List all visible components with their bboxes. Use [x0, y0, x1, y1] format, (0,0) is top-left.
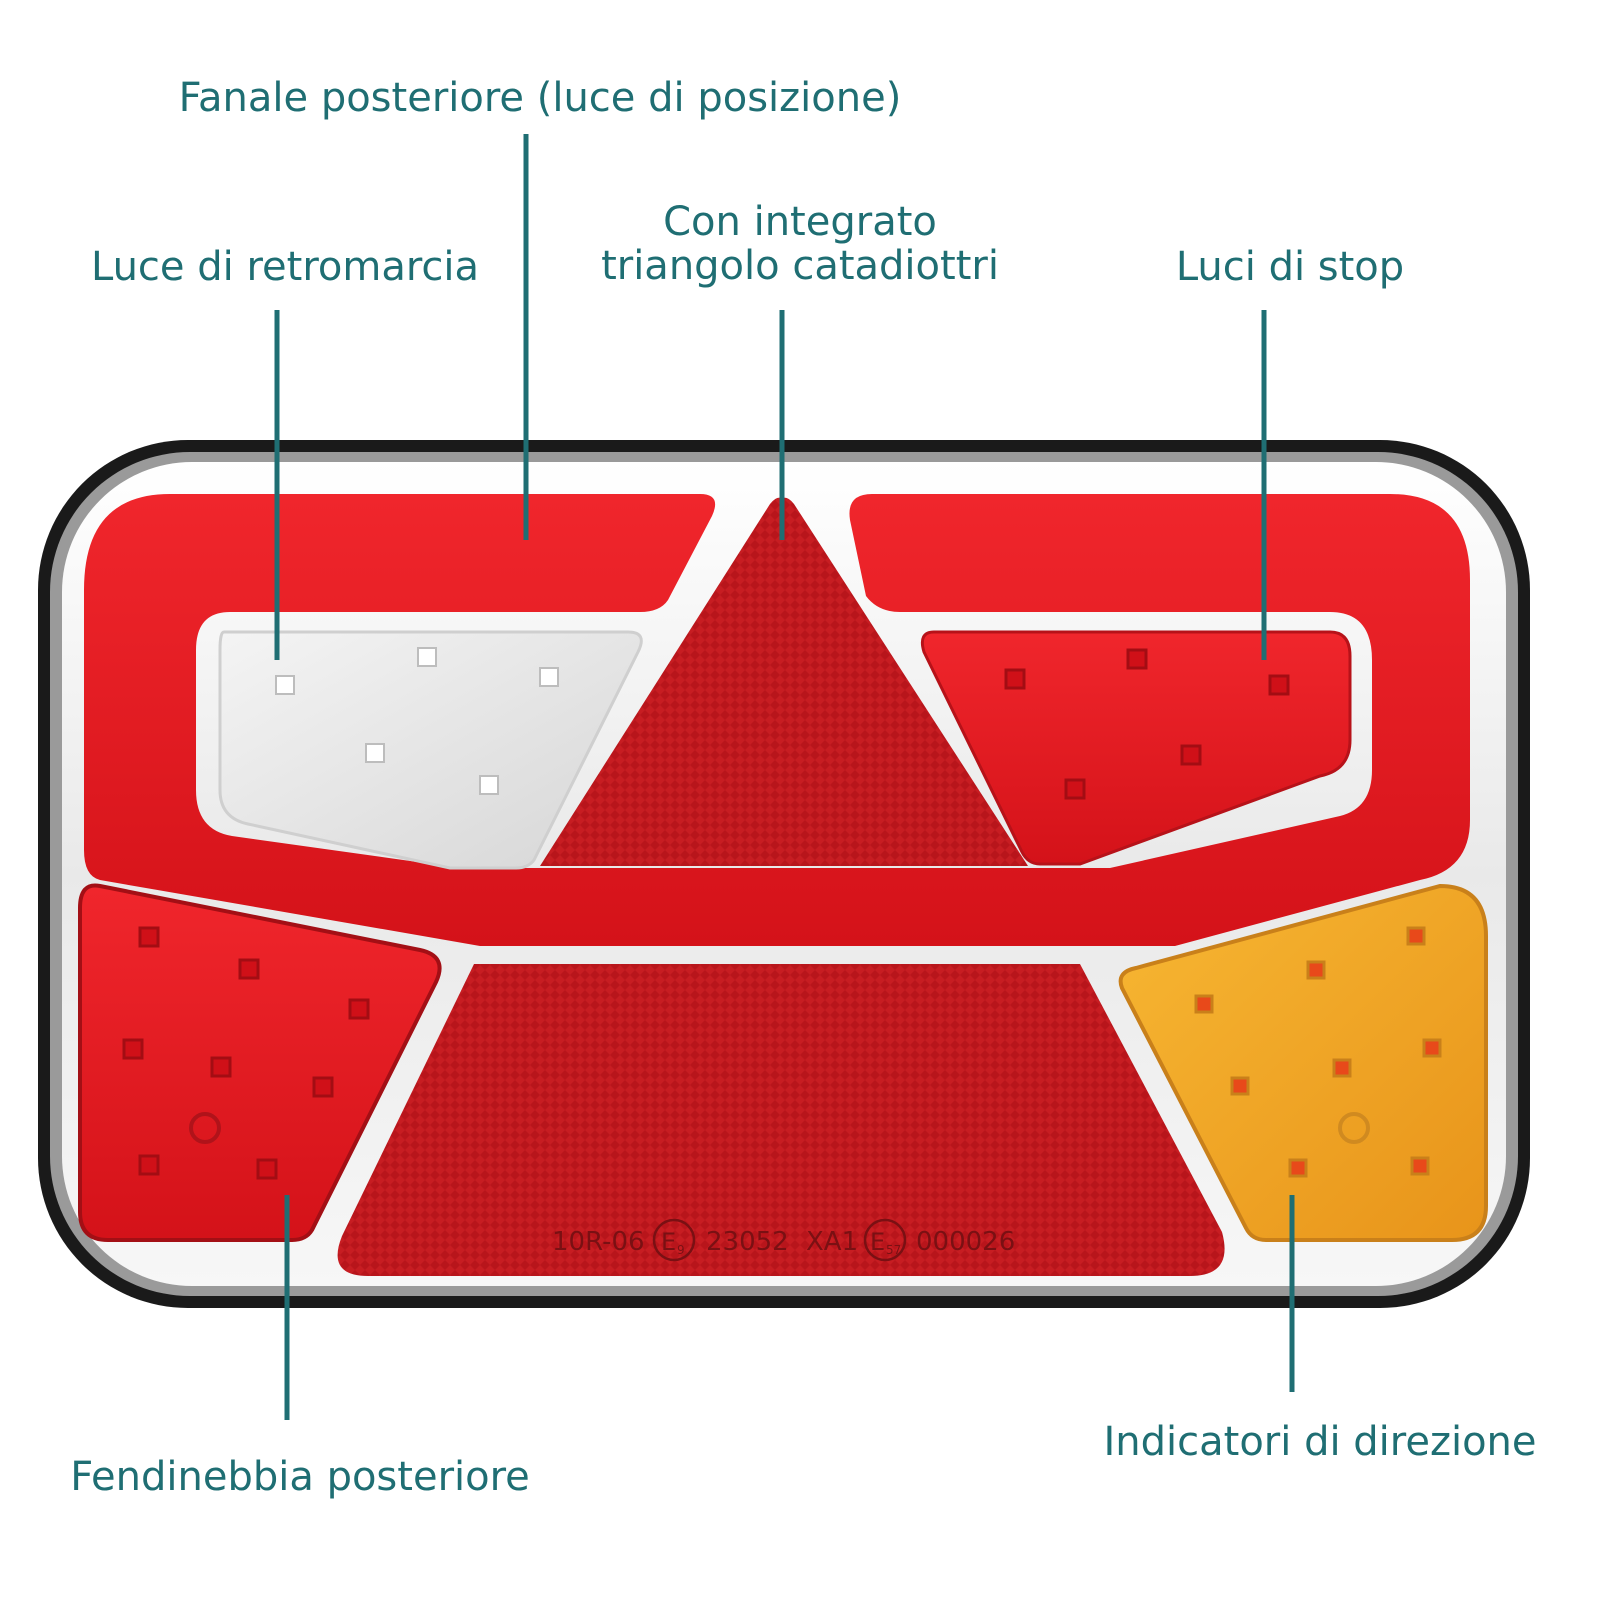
led-chip: [1194, 994, 1214, 1014]
e-mark-circle: [863, 1218, 907, 1262]
led-chip: [210, 1056, 232, 1078]
led-chip: [138, 1154, 160, 1176]
turn-indicator-lens: [1118, 883, 1488, 1242]
label-triangle-reflector: Con integrato triangolo catadiottri: [560, 200, 1040, 288]
marking-code2: 000026: [916, 1227, 1015, 1257]
lens-sensor: [189, 1112, 221, 1144]
led-chip: [1126, 648, 1148, 670]
led-chip: [417, 647, 437, 667]
position-light-ring: [84, 494, 1470, 946]
led-chip: [312, 1076, 334, 1098]
turn-led-group: [1194, 926, 1442, 1178]
led-chip: [1422, 1038, 1442, 1058]
stop-led-group: [1004, 648, 1290, 800]
led-chip: [1268, 674, 1290, 696]
fog-light-lens: [78, 883, 442, 1242]
marking-e1: E: [661, 1228, 676, 1256]
reverse-light-lens: [218, 630, 643, 870]
led-chip: [1332, 1058, 1352, 1078]
led-chip: [365, 743, 385, 763]
led-chip: [1004, 668, 1026, 690]
led-chip: [539, 667, 559, 687]
label-position-light: Fanale posteriore (luce di posizione): [178, 75, 902, 121]
marking-e2-sub: 57: [886, 1243, 901, 1257]
led-chip: [1064, 778, 1086, 800]
leader-lines: [274, 134, 1295, 1420]
reverse-led-group: [275, 647, 559, 795]
led-chip: [122, 1038, 144, 1060]
marking-code1: 23052: [706, 1227, 789, 1257]
upper-triangle-reflector: [540, 497, 1028, 866]
lens-sensor: [1338, 1112, 1370, 1144]
led-chip: [479, 775, 499, 795]
led-chip: [275, 675, 295, 695]
label-stop-lights: Luci di stop: [1175, 244, 1405, 290]
label-triangle-line1: Con integrato: [663, 199, 937, 245]
marking-reg2: XA1: [806, 1227, 858, 1257]
marking-e2: E: [870, 1228, 885, 1256]
led-chip: [1288, 1158, 1308, 1178]
led-chip: [138, 926, 160, 948]
led-chip: [1410, 1156, 1430, 1176]
led-chip: [256, 1158, 278, 1180]
led-chip: [1230, 1076, 1250, 1096]
marking-reg1: 10R-06: [552, 1227, 645, 1257]
label-fog-light: Fendinebbia posteriore: [70, 1454, 530, 1500]
led-chip: [238, 958, 260, 980]
led-chip: [1306, 960, 1326, 980]
e-mark-circle: [652, 1218, 696, 1262]
label-turn-indicators: Indicatori di direzione: [1103, 1419, 1537, 1465]
homologation-marking: 10R-06 E 9 23052 XA1 E 57 000026: [552, 1218, 1015, 1262]
fog-led-group: [122, 926, 370, 1180]
lower-triangle-reflector: [337, 964, 1225, 1276]
label-triangle-line2: triangolo catadiottri: [601, 243, 999, 289]
led-chip: [1180, 744, 1202, 766]
led-chip: [1406, 926, 1426, 946]
stop-light-lens: [920, 630, 1352, 866]
led-chip: [348, 998, 370, 1020]
label-reverse-light: Luce di retromarcia: [90, 244, 480, 290]
marking-e1-sub: 9: [677, 1243, 685, 1257]
